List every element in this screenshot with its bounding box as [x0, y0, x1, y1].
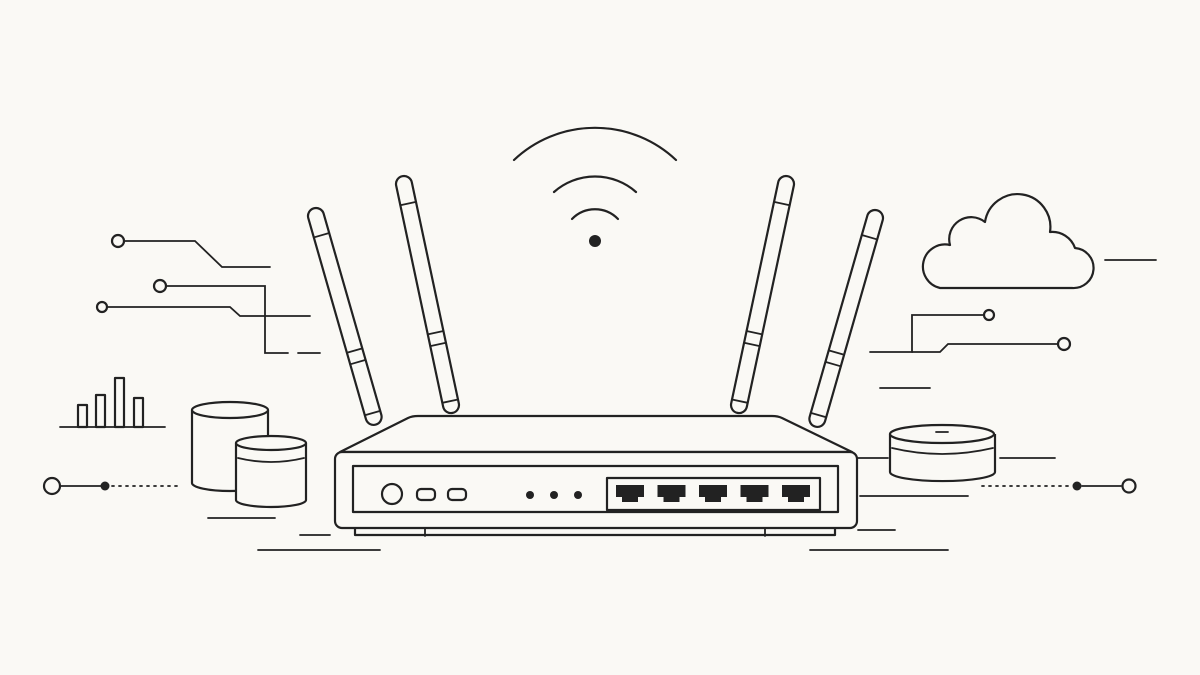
database-icon	[190, 400, 308, 509]
ethernet-port-icon	[616, 485, 644, 502]
port-panel	[605, 476, 822, 512]
bar-chart-icon	[59, 376, 166, 429]
status-led	[574, 491, 582, 499]
wifi-signal-icon	[512, 126, 678, 247]
status-led	[550, 491, 558, 499]
ethernet-port-icon	[740, 485, 769, 502]
circuit-node-icon-left	[42, 476, 381, 551]
status-led	[526, 491, 534, 499]
router	[333, 414, 859, 537]
ethernet-port-icon	[657, 485, 686, 502]
circuit-node-icon-right	[809, 478, 1137, 551]
ethernet-port-icon	[782, 485, 810, 502]
circuit-lines-right	[869, 308, 1072, 389]
ethernet-port-icon	[699, 485, 727, 502]
cloud-icon	[921, 193, 1157, 290]
antenna-icons	[306, 174, 885, 429]
button-1	[415, 487, 437, 502]
circuit-lines-left	[95, 233, 321, 354]
power-button	[380, 482, 404, 506]
button-2	[446, 487, 468, 502]
server-disk-icon	[857, 423, 1056, 497]
